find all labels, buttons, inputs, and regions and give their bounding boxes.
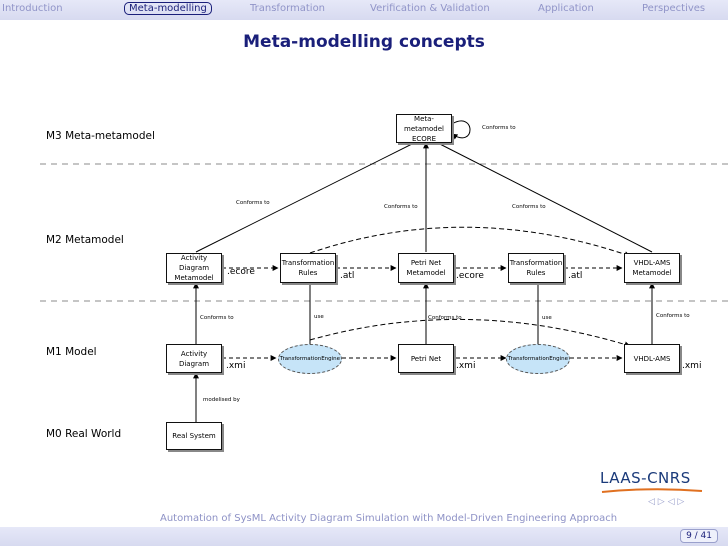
transformation-rules-2-line1: Transformation: [509, 259, 563, 267]
ext-atl-2: .atl: [568, 271, 583, 281]
ext-ecore-petri: .ecore: [456, 271, 484, 281]
logo-swoosh: [601, 488, 703, 493]
arrow-curve-m2: [309, 226, 631, 258]
arrow-activity-metamodel-conforms: [195, 139, 421, 253]
activity-metamodel-line2: Metamodel: [174, 274, 214, 282]
navigation-bar: Introduction Meta-modelling Transformati…: [0, 0, 728, 20]
nav-item-meta-modelling[interactable]: Meta-modelling: [124, 2, 212, 15]
petri-net-label: Petri Net: [410, 354, 442, 363]
arrow-vhdl-metamodel-conforms: [431, 139, 653, 253]
activity-diagram-label: Activity Diagram: [178, 349, 210, 368]
metametamodel-subtitle: ECORE: [411, 134, 437, 143]
footer-title: Automation of SysML Activity Diagram Sim…: [160, 513, 618, 524]
label-use-engine-2: use: [542, 315, 552, 321]
arrow-ecore-self-conforms: [451, 120, 471, 140]
vhdl-metamodel-line1: VHDL-AMS: [633, 259, 671, 267]
label-conforms-to-vhdl-metamodel: Conforms to: [512, 204, 546, 210]
activity-metamodel-line1: Activity Diagram: [178, 254, 210, 272]
real-system-label: Real System: [172, 432, 216, 440]
vhdl-metamodel-node: VHDL-AMS Metamodel: [624, 253, 680, 283]
ext-xmi-petri: .xmi: [456, 361, 476, 371]
vhdl-ams-node: VHDL-AMS: [624, 344, 680, 373]
label-conforms-to-activity-diagram: Conforms to: [200, 315, 234, 321]
slide-title: Meta-modelling concepts: [243, 32, 485, 52]
activity-diagram-node: Activity Diagram: [166, 344, 222, 373]
page-number: 9 / 41: [680, 529, 718, 543]
metametamodel-title: Meta-metamodel: [404, 114, 444, 133]
level-m3-label: M3 Meta-metamodel: [46, 130, 155, 142]
transformation-engine-2-node: TransformationEngine: [506, 344, 570, 374]
label-use-engine-1: use: [314, 314, 324, 320]
logo-text: LAAS-CNRS: [600, 469, 691, 487]
footer: Automation of SysML Activity Diagram Sim…: [0, 512, 728, 546]
label-conforms-to-vhdl-ams: Conforms to: [656, 313, 690, 319]
nav-item-introduction[interactable]: Introduction: [2, 3, 63, 14]
nav-item-transformation[interactable]: Transformation: [250, 3, 326, 14]
transformation-rules-1-line1: Transformation: [281, 259, 335, 267]
petri-metamodel-line2: Metamodel: [406, 269, 446, 277]
label-conforms-to-petri-net: Conforms to: [428, 315, 462, 321]
level-m1-label: M1 Model: [46, 346, 97, 358]
arrow-curve-m1: [309, 318, 631, 348]
level-m2-label: M2 Metamodel: [46, 234, 124, 246]
transformation-engine-1-node: TransformationEngine: [278, 344, 342, 374]
engine-1-line1: Transformation: [279, 355, 322, 362]
beamer-navigation-controls[interactable]: ◁ ▷ ◁ ▷: [648, 497, 685, 507]
ext-xmi-activity: .xmi: [226, 361, 246, 371]
transformation-rules-1-line2: Rules: [298, 269, 318, 277]
laas-cnrs-logo: LAAS-CNRS: [600, 468, 704, 494]
nav-item-verification-validation[interactable]: Verification & Validation: [370, 3, 490, 14]
petri-metamodel-line1: Petri Net: [410, 259, 442, 267]
label-modelised-by: modelised by: [203, 397, 240, 403]
vhdl-metamodel-line2: Metamodel: [632, 269, 672, 277]
label-conforms-to-petri-metamodel: Conforms to: [384, 204, 418, 210]
engine-2-line1: Transformation: [507, 355, 550, 362]
footer-bar: 9 / 41: [0, 527, 728, 546]
ext-xmi-vhdl: .xmi: [682, 361, 702, 371]
engine-1-line2: Engine: [321, 355, 341, 362]
level-m0-label: M0 Real World: [46, 428, 122, 440]
nav-item-perspectives[interactable]: Perspectives: [642, 3, 706, 14]
nav-item-application[interactable]: Application: [538, 3, 594, 14]
vhdl-ams-label: VHDL-AMS: [633, 354, 671, 363]
petri-net-node: Petri Net: [398, 344, 454, 373]
label-conforms-to-self: Conforms to: [482, 125, 516, 131]
engine-2-line2: Engine: [549, 355, 569, 362]
ext-atl-1: .atl: [340, 271, 355, 281]
real-system-node: Real System: [166, 422, 222, 450]
label-conforms-to-activity-metamodel: Conforms to: [236, 200, 270, 206]
transformation-rules-2-line2: Rules: [526, 269, 546, 277]
ext-ecore-activity: .ecore: [227, 267, 255, 277]
